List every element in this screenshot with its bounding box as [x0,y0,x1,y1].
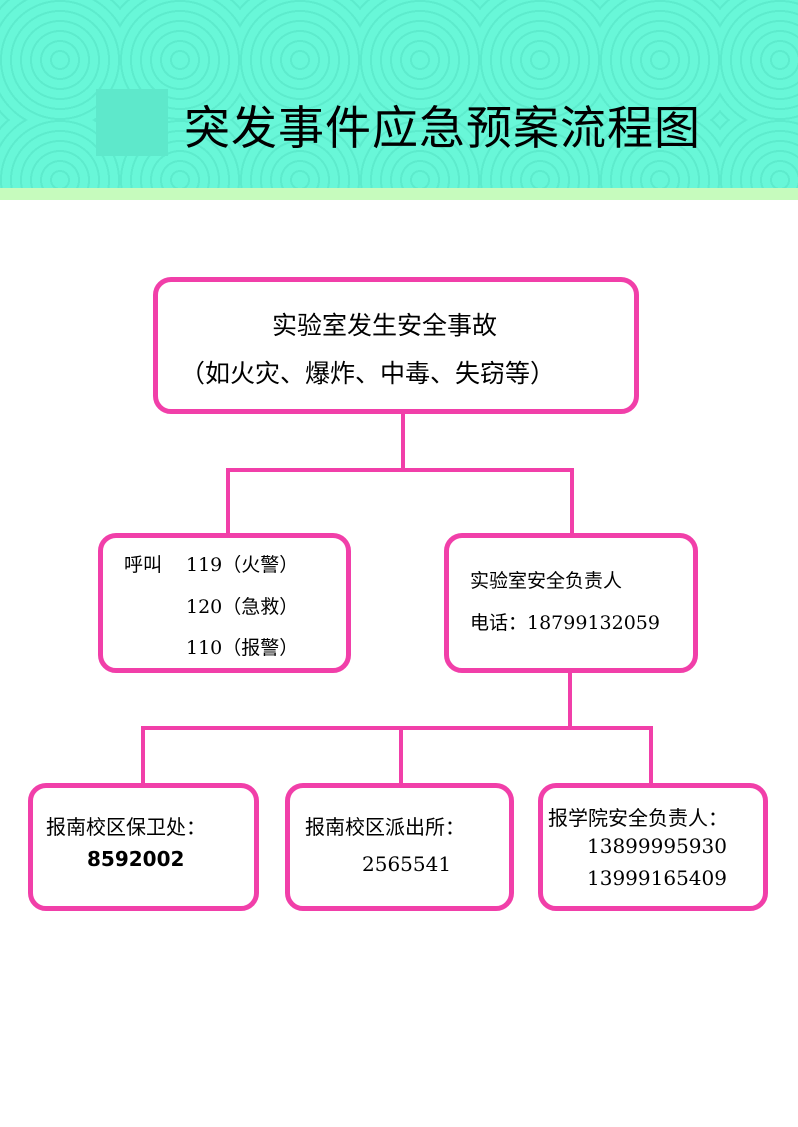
college-safety-label: 报学院安全负责人： [548,806,728,830]
connector [570,468,574,536]
header-banner [0,0,798,188]
college-safety-phone-1: 13899995930 [587,834,727,858]
header-stripe [0,188,798,200]
security-office-box [28,783,259,911]
college-safety-box [538,783,768,911]
call-ambulance: 120（急救） [186,596,299,618]
connector [226,468,230,536]
page-title: 突发事件应急预案流程图 [184,101,701,155]
call-police: 110（报警） [186,637,299,659]
lab-manager-box [444,533,698,673]
police-station-box [285,783,514,911]
connector [399,726,403,786]
accident-examples: （如火灾、爆炸、中毒、失窃等） [180,359,556,388]
police-station-label: 报南校区派出所： [305,815,465,839]
connector [141,726,653,730]
lab-manager-label: 实验室安全负责人 [470,570,623,592]
title-marker [96,89,168,156]
security-office-phone: 8592002 [87,847,185,871]
accident-title: 实验室发生安全事故 [272,311,498,340]
call-prefix: 呼叫 [124,554,163,576]
lab-manager-phone: 电话：18799132059 [470,612,660,634]
emergency-call-box [98,533,351,673]
college-safety-phone-2: 13999165409 [587,866,727,890]
security-office-label: 报南校区保卫处： [46,815,206,839]
call-fire: 119（火警） [186,554,299,576]
connector [649,726,653,786]
connector [141,726,145,786]
connector [568,670,572,730]
accident-box [153,277,639,414]
connector [401,412,405,472]
police-station-phone: 2565541 [362,852,452,876]
connector [226,468,574,472]
